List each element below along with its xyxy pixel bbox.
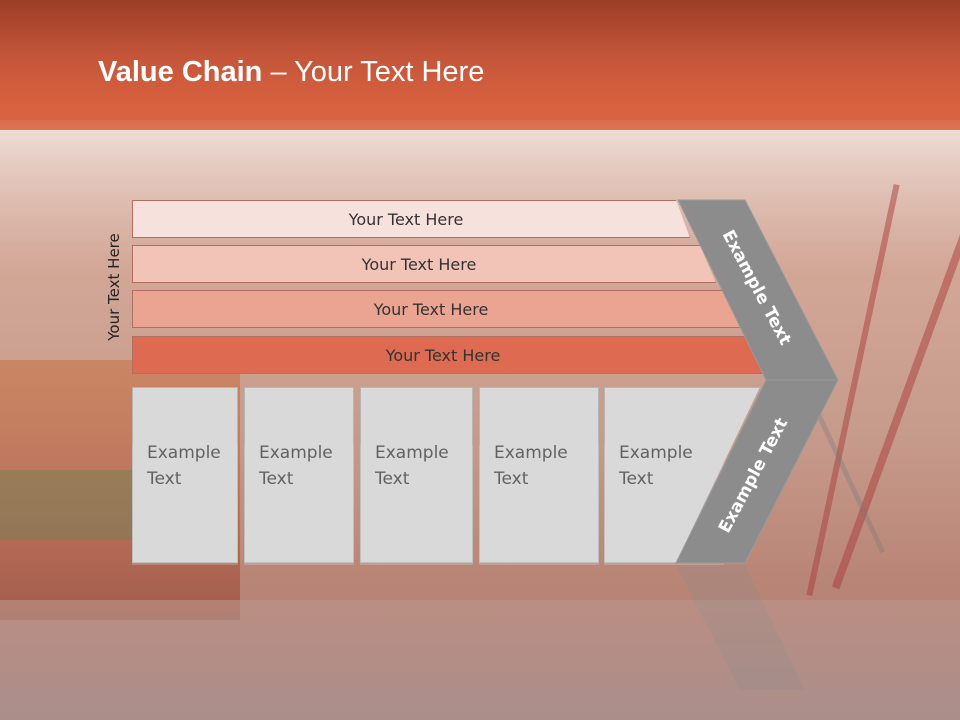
slide-title: Value Chain – Your Text Here bbox=[98, 56, 484, 89]
activity-box-2-line1: Example bbox=[259, 443, 333, 463]
value-bar-3: Your Text Here bbox=[132, 290, 740, 328]
activity-box-1-line2: Text bbox=[147, 469, 181, 489]
value-bar-1-label: Your Text Here bbox=[348, 209, 464, 229]
activity-box-2-line2: Text bbox=[259, 469, 293, 489]
chevron-reflection bbox=[676, 565, 805, 690]
activity-box-3-line2: Text bbox=[375, 469, 409, 489]
slide-title-rest: – Your Text Here bbox=[262, 56, 485, 88]
value-bar-4-label: Your Text Here bbox=[385, 345, 501, 365]
value-bar-2-label: Your Text Here bbox=[361, 254, 477, 274]
slide-title-bold: Value Chain bbox=[98, 56, 263, 88]
value-bar-1: Your Text Here bbox=[132, 200, 690, 238]
title-banner bbox=[0, 0, 960, 130]
activity-box-3-line1: Example bbox=[375, 443, 449, 463]
activity-box-4-line1: Example bbox=[494, 443, 568, 463]
chevron-bottom bbox=[675, 379, 839, 564]
value-bar-2: Your Text Here bbox=[132, 245, 716, 283]
activity-box-4-line2: Text bbox=[494, 469, 528, 489]
activity-box-1-line1: Example bbox=[147, 443, 221, 463]
activity-box-5-line2: Text bbox=[619, 469, 653, 489]
activity-box-5-line1: Example bbox=[619, 443, 693, 463]
value-bar-4: Your Text Here bbox=[132, 336, 764, 374]
value-bar-3-label: Your Text Here bbox=[373, 299, 489, 319]
